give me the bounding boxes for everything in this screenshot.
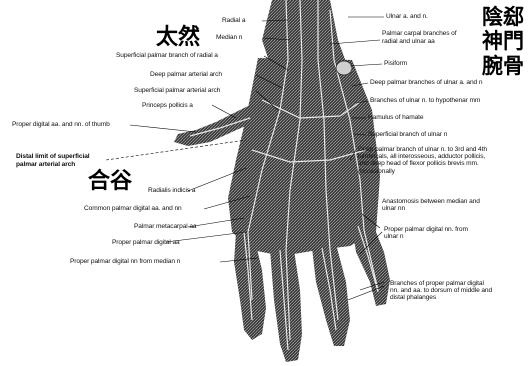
cjk-goukoku-label: 合谷 bbox=[88, 170, 132, 192]
label-distal-limit-1: Distal limit of superficial bbox=[16, 153, 90, 160]
label-ulnar-a-n: Ulnar a. and n. bbox=[386, 13, 428, 20]
label-branches-proper-palmar: Branches of proper palmar digital nn. an… bbox=[390, 280, 494, 302]
label-princeps-pollicis: Princeps pollicis a bbox=[142, 102, 193, 109]
label-distal-limit-2: palmar arterial arch bbox=[16, 161, 75, 168]
cjk-right-label-3: 腕骨 bbox=[482, 55, 524, 76]
pisiform-bone bbox=[336, 61, 352, 75]
label-superficial-palmar-arterial-arch: Superficial palmar arterial arch bbox=[134, 87, 220, 94]
label-hamulus: Hamulus of hamate bbox=[368, 114, 423, 121]
label-proper-palmar-digital-median: Proper palmar digital nn from median n bbox=[70, 258, 180, 265]
cjk-right-label-2: 神門 bbox=[482, 30, 524, 51]
label-pisiform: Pisiform bbox=[384, 60, 407, 67]
label-superficial-branch-ulnar: Superficial branch of ulnar n bbox=[368, 131, 447, 138]
label-proper-digital-thumb: Proper digital aa. and nn. of thumb bbox=[12, 121, 110, 128]
label-radial-a: Radial a bbox=[222, 17, 245, 24]
label-radialis-indicis: Radialis indicis a bbox=[148, 187, 195, 194]
label-common-palmar-digital: Common palmar digital aa. and nn bbox=[84, 205, 182, 212]
label-superficial-palmar-branch: Superficial palmar branch of radial a bbox=[116, 52, 218, 59]
label-deep-branch-ulnar: Deep palmar branch of ulnar n. to 3rd an… bbox=[358, 146, 492, 175]
label-proper-palmar-digital-ulnar: Proper palmar digital nn. from ulnar n bbox=[384, 226, 482, 240]
label-deep-palmar-branches: Deep palmar branches of ulnar a. and n bbox=[370, 79, 482, 86]
label-palmar-carpal-1: Palmar carpal branches of bbox=[382, 30, 456, 37]
label-anastomosis: Anastomosis between median and ulnar nn bbox=[382, 198, 492, 212]
label-deep-palmar-arterial-arch: Deep palmar arterial arch bbox=[150, 71, 222, 78]
middle-finger bbox=[270, 250, 302, 362]
cjk-taizen-label: 太然 bbox=[156, 26, 200, 48]
label-palmar-metacarpal: Palmar metacarpal aa bbox=[134, 223, 197, 230]
label-palmar-carpal-2: radial and ulnar aa bbox=[382, 38, 435, 45]
label-proper-palmar-digital-aa: Proper palmar digital aa bbox=[112, 239, 180, 246]
label-median-n: Median n bbox=[216, 34, 242, 41]
label-branches-ulnar: Branches of ulnar n. to hypothenar mm bbox=[370, 97, 480, 104]
cjk-right-label-1: 陰郄 bbox=[482, 6, 524, 27]
